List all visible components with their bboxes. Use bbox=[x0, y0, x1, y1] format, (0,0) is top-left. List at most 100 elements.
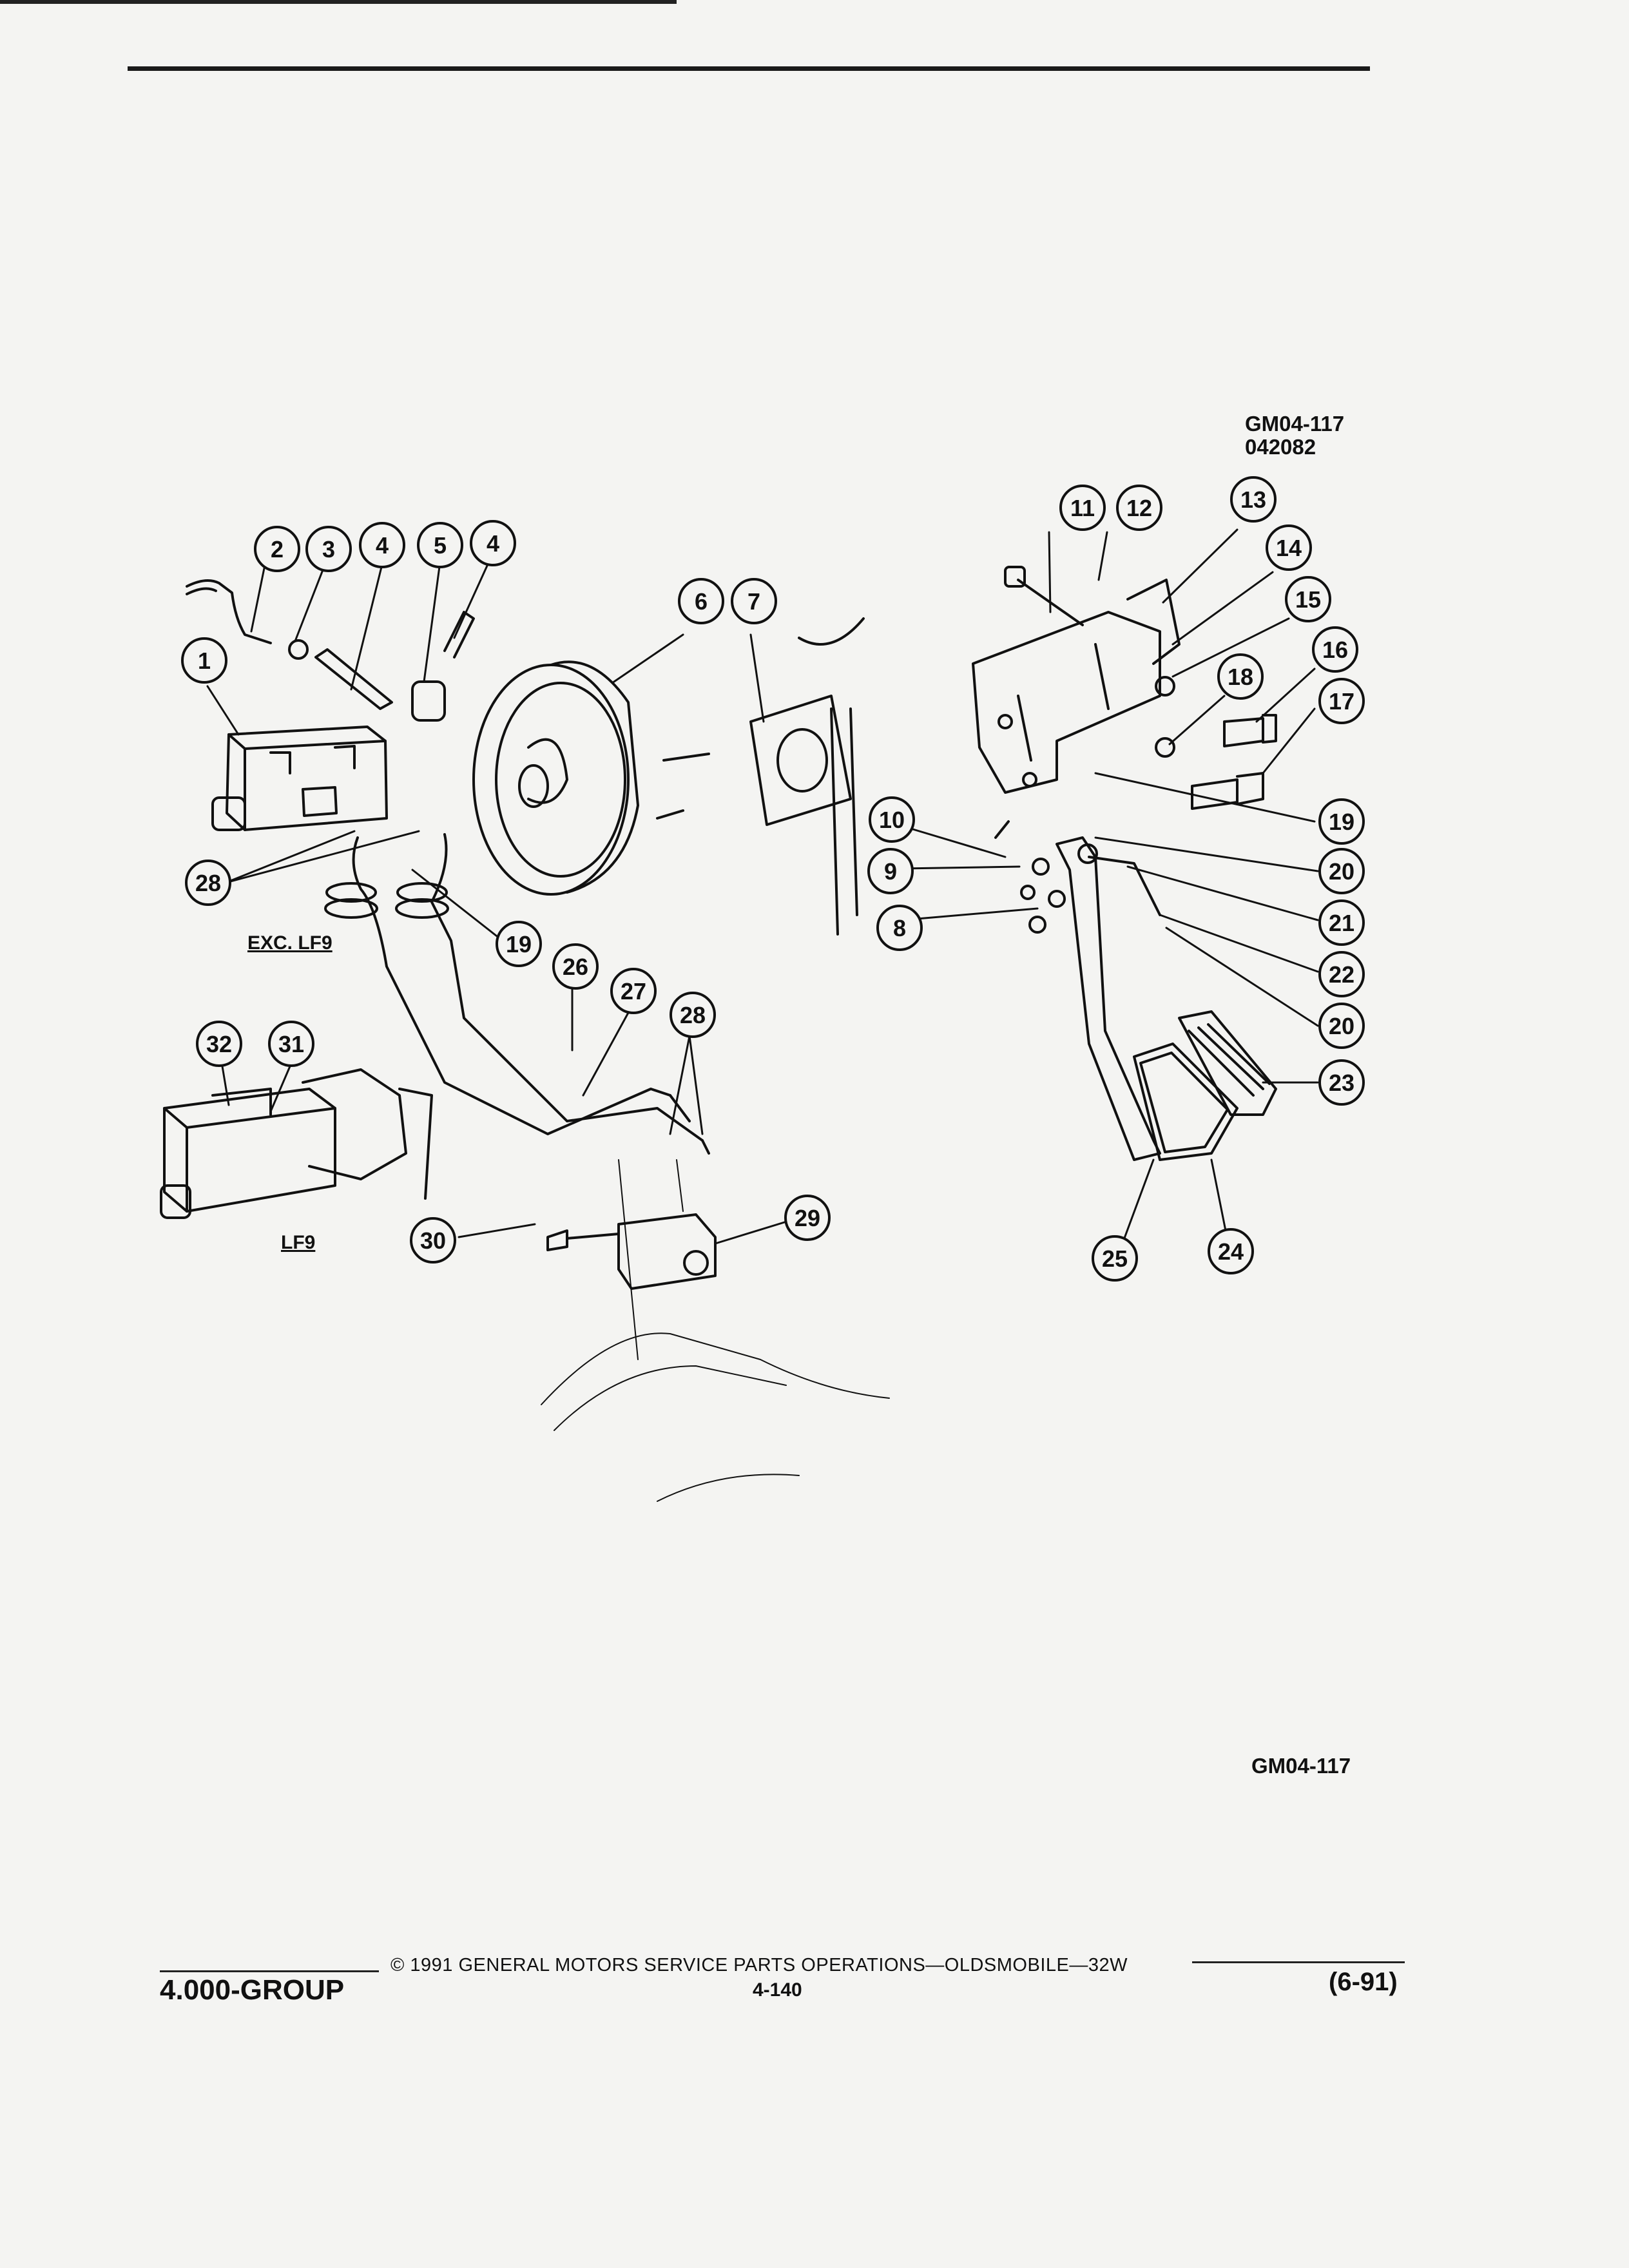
figure-ref-number: 042082 bbox=[1245, 435, 1316, 459]
svg-text:19: 19 bbox=[1329, 809, 1354, 835]
svg-text:22: 22 bbox=[1329, 961, 1354, 988]
fittings bbox=[288, 611, 475, 722]
svg-text:25: 25 bbox=[1102, 1245, 1128, 1272]
pedal-pad bbox=[1133, 1010, 1277, 1161]
svg-text:13: 13 bbox=[1240, 486, 1266, 513]
callout-10: 10 bbox=[869, 796, 915, 843]
callout-5: 5 bbox=[417, 522, 463, 568]
brake-pipe-top bbox=[186, 579, 272, 644]
stop-lamp-switches bbox=[1155, 676, 1277, 810]
callout-13: 13 bbox=[1230, 476, 1277, 523]
callout-28a: 28 bbox=[670, 992, 716, 1038]
callout-25: 25 bbox=[1092, 1235, 1138, 1282]
brake-lines bbox=[324, 833, 710, 1155]
callout-9: 9 bbox=[867, 848, 914, 894]
svg-text:4: 4 bbox=[487, 530, 499, 557]
callout-19b: 19 bbox=[496, 921, 542, 967]
master-cylinder bbox=[211, 726, 388, 831]
callout-11: 11 bbox=[1059, 485, 1106, 531]
svg-text:15: 15 bbox=[1295, 586, 1321, 613]
callout-29: 29 bbox=[784, 1195, 831, 1241]
svg-text:3: 3 bbox=[322, 536, 335, 562]
variant-label-exc-lf9: EXC. LF9 bbox=[247, 932, 333, 954]
svg-text:8: 8 bbox=[893, 915, 906, 941]
callout-22: 22 bbox=[1318, 951, 1365, 997]
svg-text:9: 9 bbox=[884, 858, 897, 885]
svg-text:23: 23 bbox=[1329, 1070, 1354, 1096]
svg-text:12: 12 bbox=[1126, 495, 1152, 521]
revision-date: (6-91) bbox=[1329, 1968, 1398, 1996]
callout-2: 2 bbox=[254, 526, 300, 572]
callout-17: 17 bbox=[1318, 678, 1365, 724]
callout-24: 24 bbox=[1208, 1228, 1254, 1274]
callout-27: 27 bbox=[610, 968, 657, 1014]
svg-text:28: 28 bbox=[195, 870, 221, 896]
callout-20a: 20 bbox=[1318, 848, 1365, 894]
header-rule bbox=[128, 66, 1370, 71]
svg-text:1: 1 bbox=[198, 648, 211, 674]
svg-text:11: 11 bbox=[1070, 495, 1095, 521]
svg-text:29: 29 bbox=[795, 1205, 820, 1231]
svg-text:20: 20 bbox=[1329, 1013, 1354, 1039]
svg-text:26: 26 bbox=[563, 954, 588, 980]
callout-4a: 4 bbox=[359, 522, 405, 568]
callout-21: 21 bbox=[1318, 899, 1365, 946]
svg-text:18: 18 bbox=[1228, 664, 1253, 690]
svg-text:30: 30 bbox=[420, 1227, 446, 1254]
pedal-bracket bbox=[972, 566, 1181, 794]
svg-text:4: 4 bbox=[376, 532, 389, 559]
callout-1: 1 bbox=[181, 637, 227, 684]
callout-15: 15 bbox=[1285, 576, 1331, 622]
callout-30: 30 bbox=[410, 1217, 456, 1264]
figure-ref-code-bottom: GM04-117 bbox=[1251, 1754, 1351, 1778]
svg-text:5: 5 bbox=[434, 532, 447, 559]
callout-4b: 4 bbox=[470, 520, 516, 566]
callout-12: 12 bbox=[1116, 485, 1162, 531]
footer-rule-left bbox=[160, 1970, 379, 1972]
firewall-gasket bbox=[749, 617, 865, 936]
callout-19a: 19 bbox=[1318, 798, 1365, 845]
svg-text:2: 2 bbox=[271, 536, 284, 562]
callout-16: 16 bbox=[1312, 626, 1358, 673]
svg-text:20: 20 bbox=[1329, 858, 1354, 885]
svg-text:32: 32 bbox=[206, 1031, 232, 1057]
svg-text:19: 19 bbox=[506, 931, 532, 957]
svg-text:7: 7 bbox=[747, 588, 760, 615]
footer-rule-right bbox=[1192, 1961, 1405, 1963]
svg-text:16: 16 bbox=[1322, 637, 1348, 663]
svg-text:17: 17 bbox=[1329, 688, 1354, 715]
svg-text:21: 21 bbox=[1329, 910, 1354, 936]
svg-text:28: 28 bbox=[680, 1002, 706, 1028]
callout-3: 3 bbox=[305, 526, 352, 572]
footer-copyright: © 1991 GENERAL MOTORS SERVICE PARTS OPER… bbox=[390, 1955, 1128, 1975]
brake-pedal-arm bbox=[994, 820, 1161, 1161]
callout-23: 23 bbox=[1318, 1059, 1365, 1106]
proportioning-valve bbox=[546, 1213, 717, 1290]
callout-31: 31 bbox=[268, 1021, 314, 1067]
svg-text:14: 14 bbox=[1276, 535, 1302, 561]
leader-lines bbox=[206, 528, 1319, 1248]
callout-18: 18 bbox=[1217, 653, 1264, 700]
svg-text:24: 24 bbox=[1218, 1238, 1244, 1265]
callout-14: 14 bbox=[1266, 524, 1312, 571]
callout-32: 32 bbox=[196, 1021, 242, 1067]
svg-text:27: 27 bbox=[621, 978, 646, 1004]
callout-26: 26 bbox=[552, 943, 599, 990]
callout-28b: 28 bbox=[185, 860, 231, 906]
svg-text:10: 10 bbox=[879, 807, 905, 833]
vehicle-floor-outline bbox=[541, 1159, 890, 1502]
top-edge-rule bbox=[0, 0, 677, 4]
callout-6: 6 bbox=[678, 578, 724, 624]
callout-20b: 20 bbox=[1318, 1003, 1365, 1049]
brake-booster bbox=[472, 660, 710, 896]
callout-7: 7 bbox=[731, 578, 777, 624]
svg-text:6: 6 bbox=[695, 588, 708, 615]
variant-label-lf9: LF9 bbox=[281, 1232, 316, 1253]
page-number: 4-140 bbox=[753, 1979, 802, 2001]
callout-8: 8 bbox=[876, 905, 923, 951]
figure-ref-code: GM04-117 bbox=[1245, 412, 1345, 436]
svg-text:31: 31 bbox=[278, 1031, 304, 1057]
master-cylinder-lf9 bbox=[160, 1068, 433, 1219]
